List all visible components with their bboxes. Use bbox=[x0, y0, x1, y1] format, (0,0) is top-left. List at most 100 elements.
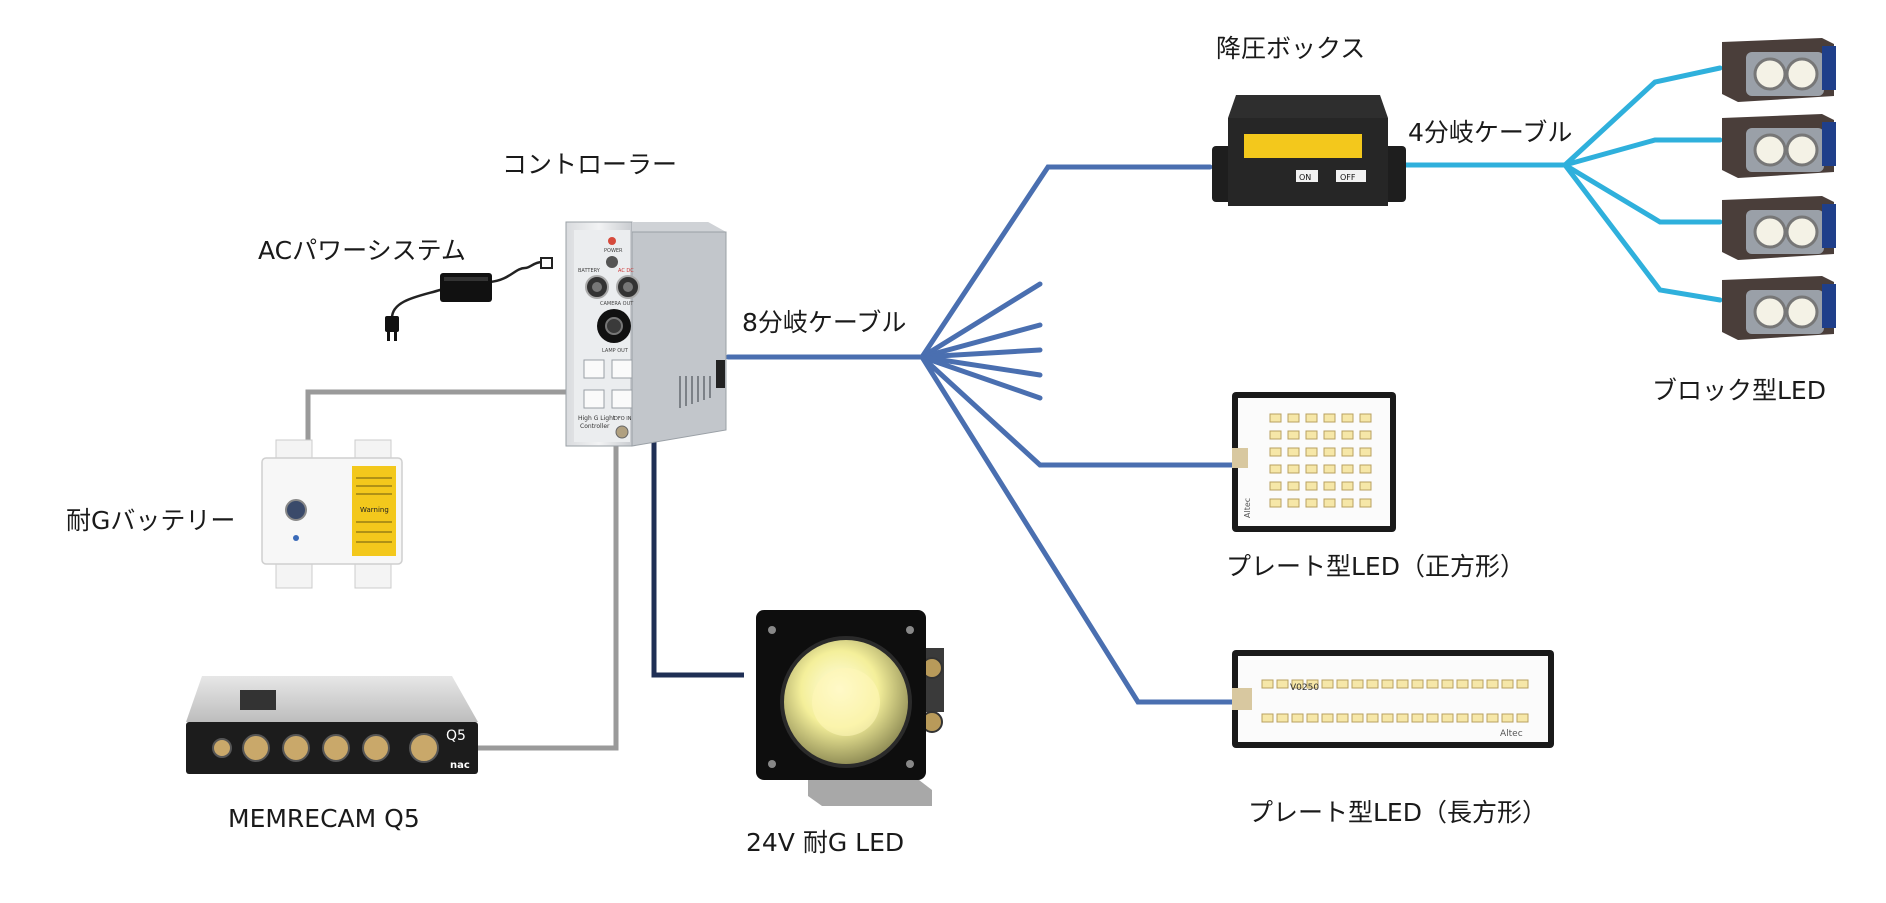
led-chip bbox=[1426, 713, 1439, 723]
block-led-group bbox=[1722, 38, 1836, 340]
led-chip bbox=[1323, 498, 1336, 508]
led-chip bbox=[1359, 447, 1372, 457]
plate-rect-model: V0250 bbox=[1290, 683, 1319, 693]
label-plate-square: プレート型LED（正方形） bbox=[1226, 552, 1525, 581]
led-chip bbox=[1381, 713, 1394, 723]
controller-battery-label: BATTERY bbox=[578, 268, 601, 274]
led-chip bbox=[1486, 679, 1499, 689]
led-chip bbox=[1381, 679, 1394, 689]
cable-controller-camera bbox=[478, 440, 619, 751]
stepdown-box-device: ON OFF bbox=[1212, 95, 1406, 206]
led-chip bbox=[1471, 713, 1484, 723]
led-chip bbox=[1306, 713, 1319, 723]
battery-device: Warning bbox=[261, 439, 403, 589]
led-chip bbox=[1287, 413, 1300, 423]
controller-camera-out-label: CAMERA OUT bbox=[600, 301, 634, 307]
led-chip bbox=[1426, 679, 1439, 689]
led-chip bbox=[1341, 464, 1354, 474]
led-chip bbox=[1269, 430, 1282, 440]
label-ac-power: ACパワーシステム bbox=[258, 236, 466, 265]
led-chip bbox=[1366, 679, 1379, 689]
led-chip bbox=[1359, 464, 1372, 474]
label-led24: 24V 耐G LED bbox=[746, 828, 905, 857]
led-chip bbox=[1456, 679, 1469, 689]
led-chip bbox=[1341, 430, 1354, 440]
led-chip bbox=[1516, 713, 1529, 723]
led-chip bbox=[1441, 713, 1454, 723]
led-chip bbox=[1366, 713, 1379, 723]
plate-led-rect-device: V0250 Altec bbox=[1232, 650, 1554, 748]
label-controller: コントローラー bbox=[502, 150, 678, 179]
power-adapter-icon bbox=[440, 273, 492, 302]
led-chip bbox=[1269, 464, 1282, 474]
ac-power-system bbox=[385, 257, 553, 341]
led-chip bbox=[1501, 679, 1514, 689]
led-chip bbox=[1276, 679, 1289, 689]
controller-acdc-label: AC DC bbox=[618, 268, 634, 274]
led-chip bbox=[1411, 679, 1424, 689]
led-chip bbox=[1396, 713, 1409, 723]
controller-name-1: High G Light bbox=[578, 415, 616, 422]
led-chip bbox=[1441, 679, 1454, 689]
led-chip bbox=[1305, 464, 1318, 474]
led-chip bbox=[1261, 713, 1274, 723]
plug-icon bbox=[385, 316, 399, 341]
led-chip bbox=[1486, 713, 1499, 723]
block-led bbox=[1722, 196, 1836, 260]
led-chip bbox=[1287, 498, 1300, 508]
led-chip bbox=[1323, 430, 1336, 440]
led-chip bbox=[1341, 413, 1354, 423]
led-chip bbox=[1341, 481, 1354, 491]
controller-dfo-label: DFO IN bbox=[614, 416, 632, 422]
led-chip bbox=[1341, 447, 1354, 457]
led-chip bbox=[1276, 713, 1289, 723]
led-chip bbox=[1456, 713, 1469, 723]
block-led bbox=[1722, 114, 1836, 178]
cable-controller-battery bbox=[305, 389, 566, 440]
label-plate-rect: プレート型LED（長方形） bbox=[1248, 798, 1547, 827]
led-chip bbox=[1287, 447, 1300, 457]
led-chip bbox=[1323, 413, 1336, 423]
label-block-led: ブロック型LED bbox=[1652, 376, 1826, 405]
plate-led-square-device: Altec bbox=[1232, 392, 1396, 532]
controller-name-2: Controller bbox=[580, 423, 610, 430]
led-chip bbox=[1351, 713, 1364, 723]
label-stepdown: 降圧ボックス bbox=[1216, 34, 1366, 63]
label-cable4: 4分岐ケーブル bbox=[1408, 118, 1573, 147]
led24-device bbox=[756, 610, 944, 806]
led-chip bbox=[1305, 430, 1318, 440]
led-chip bbox=[1336, 713, 1349, 723]
rect-led-grid bbox=[1261, 679, 1529, 723]
camera-brand-label: Q5 bbox=[446, 728, 466, 744]
led-chip bbox=[1291, 713, 1304, 723]
led-chip bbox=[1323, 447, 1336, 457]
controller-power-label: POWER bbox=[604, 248, 623, 254]
label-cable8: 8分岐ケーブル bbox=[742, 308, 907, 337]
battery-warning-label: Warning bbox=[360, 506, 389, 514]
led-chip bbox=[1501, 713, 1514, 723]
led-chip bbox=[1287, 481, 1300, 491]
led-chip bbox=[1291, 679, 1304, 689]
led-chip bbox=[1323, 481, 1336, 491]
led-chip bbox=[1321, 713, 1334, 723]
led-chip bbox=[1411, 713, 1424, 723]
led-chip bbox=[1261, 679, 1274, 689]
cable-controller-led24 bbox=[651, 440, 744, 678]
led-chip bbox=[1351, 679, 1364, 689]
block-led bbox=[1722, 276, 1836, 340]
cables bbox=[305, 65, 1723, 751]
led-chip bbox=[1305, 498, 1318, 508]
camera-device: Q5 nac bbox=[186, 676, 478, 774]
controller-vents bbox=[679, 376, 711, 408]
stepdown-on-label: ON bbox=[1299, 173, 1311, 182]
led-chip bbox=[1269, 498, 1282, 508]
led-chip bbox=[1471, 679, 1484, 689]
led-chip bbox=[1269, 447, 1282, 457]
led-chip bbox=[1305, 481, 1318, 491]
led-chip bbox=[1269, 413, 1282, 423]
plate-square-brand: Altec bbox=[1243, 498, 1252, 518]
led-chip bbox=[1269, 481, 1282, 491]
led-chip bbox=[1305, 447, 1318, 457]
led-chip bbox=[1287, 430, 1300, 440]
led-chip bbox=[1359, 498, 1372, 508]
